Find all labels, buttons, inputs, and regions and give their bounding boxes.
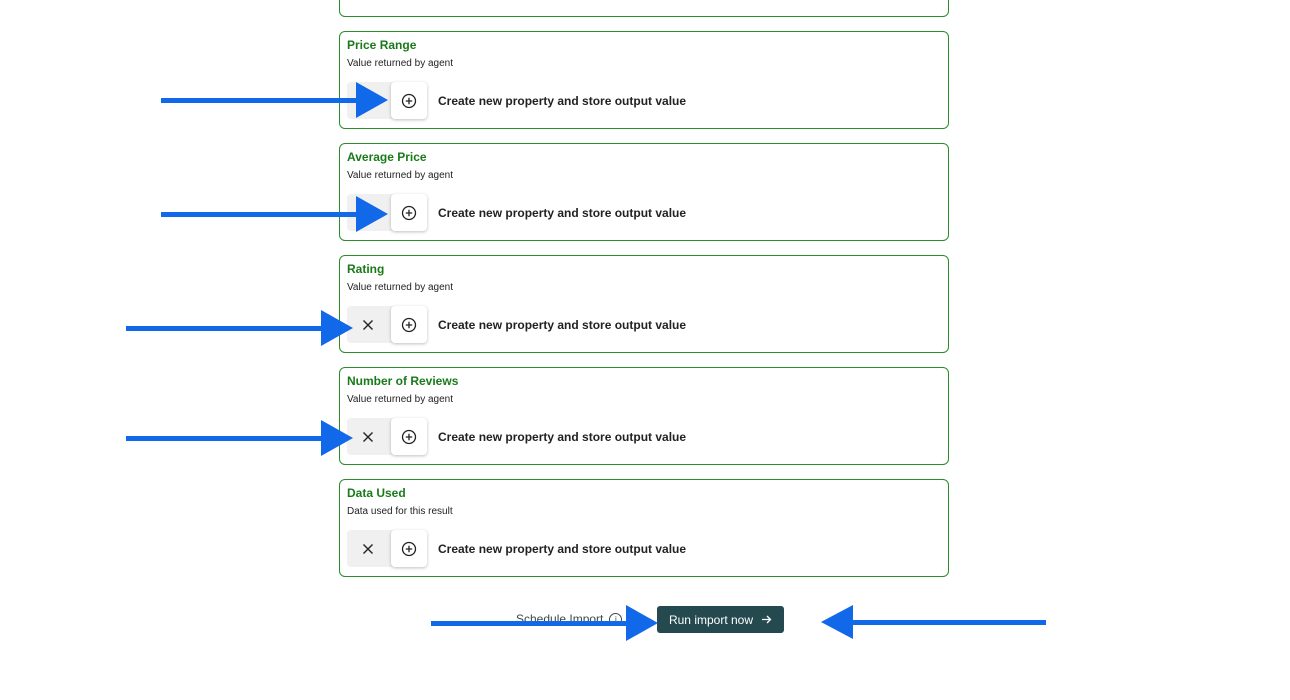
run-import-button[interactable]: Run import now xyxy=(657,606,784,633)
plus-circle-icon xyxy=(401,93,417,108)
card-average-price: Average Price Value returned by agent Cr… xyxy=(339,143,949,241)
add-property-button[interactable] xyxy=(391,194,427,231)
annotation-arrowhead xyxy=(321,420,353,456)
annotation-arrow-shaft xyxy=(431,621,631,626)
plus-circle-icon xyxy=(401,429,417,444)
annotation-arrow-shaft xyxy=(850,620,1046,625)
card-partial-top xyxy=(339,0,949,17)
card-title: Average Price xyxy=(347,150,427,164)
close-icon xyxy=(363,431,373,442)
card-subtitle: Data used for this result xyxy=(347,506,453,517)
mapping-row: Create new property and store output val… xyxy=(347,82,686,119)
annotation-arrowhead xyxy=(356,196,388,232)
card-title: Rating xyxy=(347,262,385,276)
mapping-toggle xyxy=(347,530,427,567)
card-data-used: Data Used Data used for this result Crea… xyxy=(339,479,949,577)
card-price-range: Price Range Value returned by agent Crea… xyxy=(339,31,949,129)
arrow-right-icon xyxy=(762,615,772,624)
row-label: Create new property and store output val… xyxy=(438,429,687,444)
annotation-arrow-shaft xyxy=(161,212,361,217)
mapping-toggle xyxy=(347,306,427,343)
annotation-arrow-shaft xyxy=(126,436,326,441)
card-title: Number of Reviews xyxy=(347,374,459,388)
add-property-button[interactable] xyxy=(391,418,427,455)
annotation-arrowhead xyxy=(321,310,353,346)
card-subtitle: Value returned by agent xyxy=(347,282,454,293)
mapping-row: Create new property and store output val… xyxy=(347,418,686,455)
card-subtitle: Value returned by agent xyxy=(347,394,454,405)
annotation-arrowhead xyxy=(356,82,388,118)
card-rating: Rating Value returned by agent Create ne… xyxy=(339,255,949,353)
row-label: Create new property and store output val… xyxy=(438,205,687,220)
row-label: Create new property and store output val… xyxy=(438,93,687,108)
remove-mapping-button[interactable] xyxy=(347,418,389,455)
card-subtitle: Value returned by agent xyxy=(347,170,454,181)
row-label: Create new property and store output val… xyxy=(438,317,687,332)
remove-mapping-button[interactable] xyxy=(347,530,389,567)
card-subtitle: Value returned by agent xyxy=(347,58,454,69)
mapping-row: Create new property and store output val… xyxy=(347,306,686,343)
annotation-arrow-shaft xyxy=(161,98,361,103)
annotation-arrowhead xyxy=(821,605,853,639)
add-property-button[interactable] xyxy=(391,306,427,343)
plus-circle-icon xyxy=(401,317,417,332)
mapping-row: Create new property and store output val… xyxy=(347,530,686,567)
add-property-button[interactable] xyxy=(391,530,427,567)
card-number-of-reviews: Number of Reviews Value returned by agen… xyxy=(339,367,949,465)
remove-mapping-button[interactable] xyxy=(347,306,389,343)
row-label: Create new property and store output val… xyxy=(438,541,687,556)
plus-circle-icon xyxy=(401,541,417,556)
card-title: Price Range xyxy=(347,38,417,52)
mapping-row: Create new property and store output val… xyxy=(347,194,686,231)
card-title: Data Used xyxy=(347,486,406,500)
close-icon xyxy=(363,319,373,330)
close-icon xyxy=(363,543,373,554)
annotation-arrow-shaft xyxy=(126,326,326,331)
run-import-label: Run import now xyxy=(668,612,754,627)
mapping-toggle xyxy=(347,418,427,455)
add-property-button[interactable] xyxy=(391,82,427,119)
annotation-arrowhead xyxy=(626,605,658,641)
plus-circle-icon xyxy=(401,205,417,220)
